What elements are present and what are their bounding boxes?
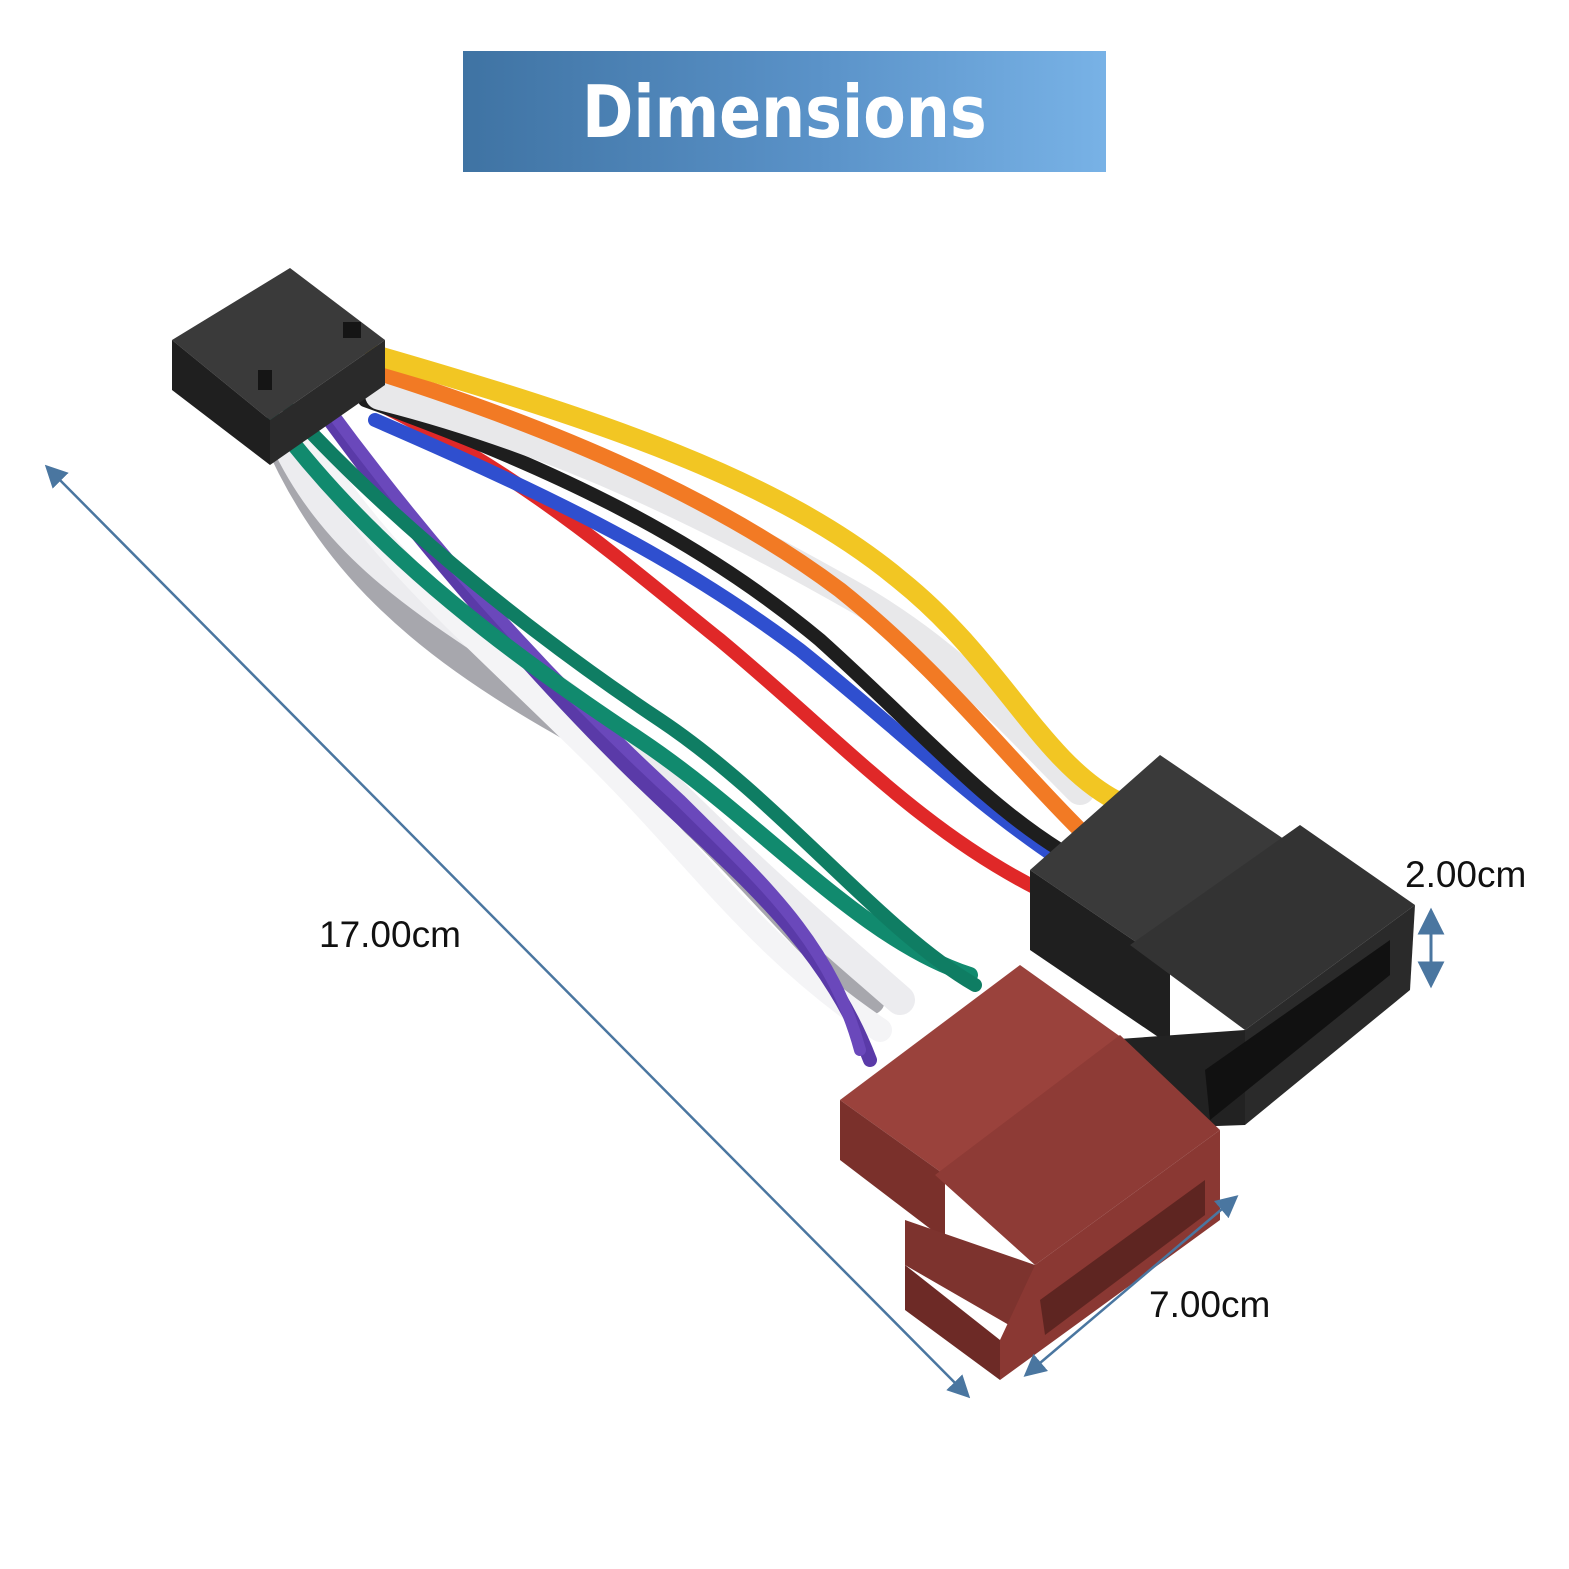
height-label: 2.00cm (1405, 854, 1527, 895)
length-arrow (44, 464, 971, 1399)
banner-title: Dimensions (582, 69, 987, 154)
head-unit-connector (172, 268, 385, 465)
length-label: 17.00cm (319, 914, 461, 955)
width-label: 7.00cm (1149, 1284, 1271, 1325)
width-arrow (1023, 1195, 1239, 1377)
title-banner: Dimensions (463, 51, 1106, 172)
